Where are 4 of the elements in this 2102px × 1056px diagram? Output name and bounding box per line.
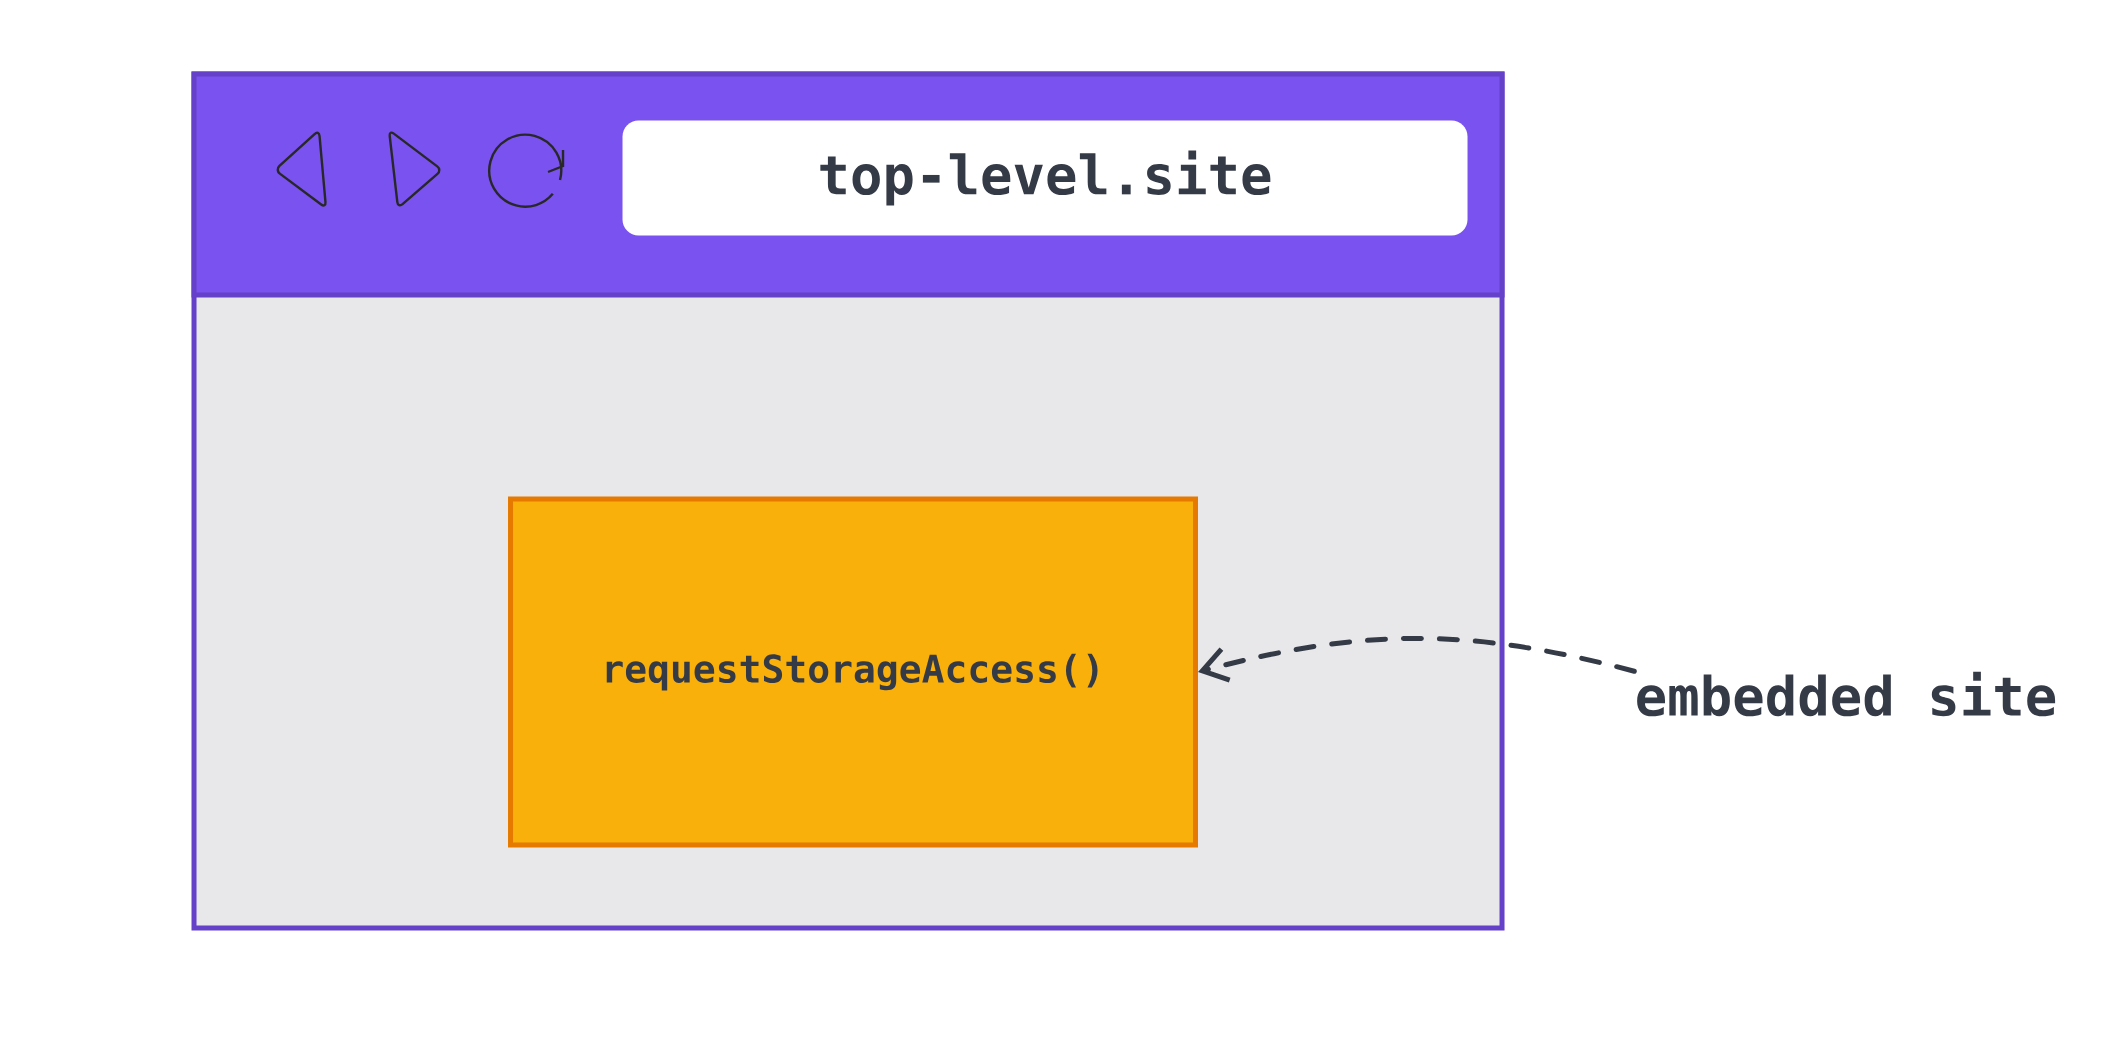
storage-access-box: requestStorageAccess(): [508, 496, 1198, 848]
dashed-arrow: [1198, 635, 1637, 683]
embedded-site-label: embedded site: [1637, 671, 2056, 717]
address-bar: top-level.site: [622, 120, 1468, 236]
